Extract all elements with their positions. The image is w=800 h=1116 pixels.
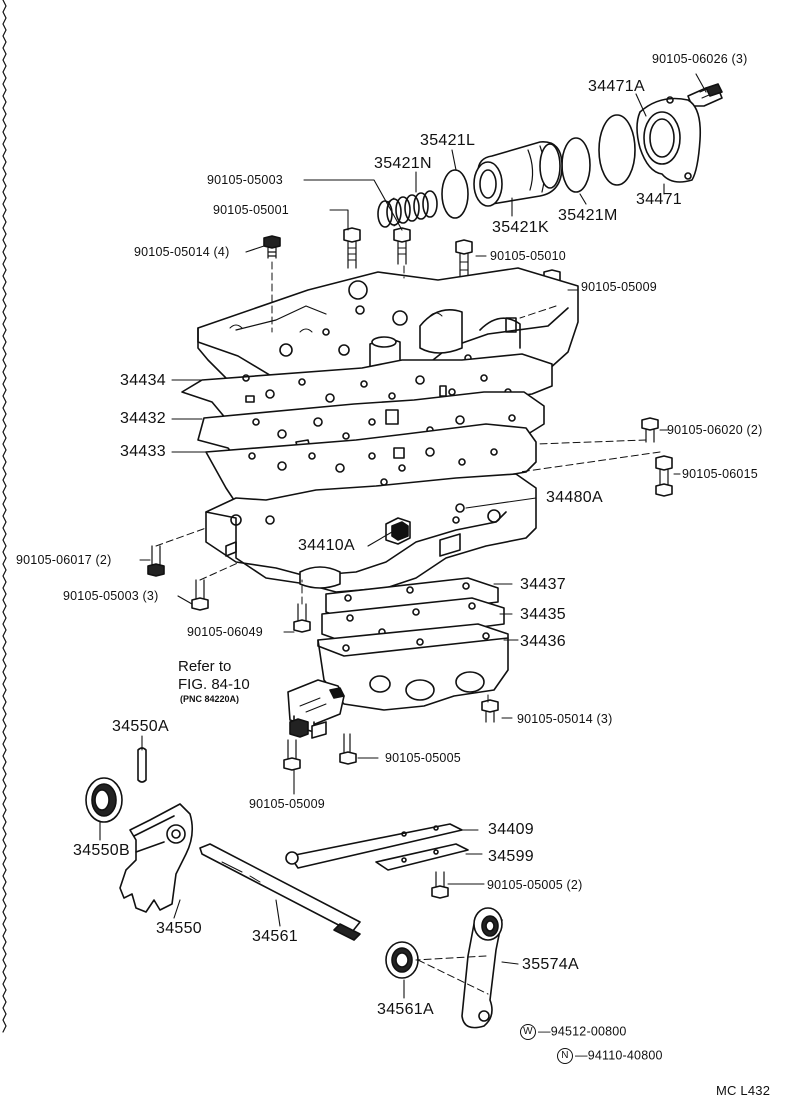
label-90105-05003: 90105-05003 — [207, 173, 283, 187]
o-ring-35421M — [561, 137, 591, 193]
guide-lines — [155, 261, 661, 995]
cover-34599 — [375, 843, 469, 871]
refer-to-label: Refer to — [178, 658, 232, 675]
bolt-90105-05005-2 — [431, 871, 449, 899]
bolt-90105-05014-lower — [481, 699, 499, 723]
label-90105-05014-4: 90105-05014 (4) — [134, 245, 230, 259]
bolt-90105-06017 — [147, 545, 165, 577]
label-90105-05005-2: 90105-05005 (2) — [487, 878, 583, 892]
nut-callout: N—94110-40800 — [557, 1048, 663, 1064]
torn-edge — [2, 0, 7, 1033]
solenoid-assembly — [287, 679, 345, 739]
detent-plate-34550 — [119, 803, 194, 913]
bolt-90105-06026 — [687, 83, 723, 107]
label-34599: 34599 — [488, 848, 534, 865]
label-90105-05001: 90105-05001 — [213, 203, 289, 217]
bolt-90105-05003-lower — [191, 579, 209, 611]
leader-lines — [99, 73, 707, 999]
label-34550B: 34550B — [73, 842, 130, 859]
label-35421K: 35421K — [492, 219, 549, 236]
label-94512-00800: 94512-00800 — [550, 1024, 627, 1039]
label-34409: 34409 — [488, 821, 534, 838]
label-90105-05005: 90105-05005 — [385, 751, 461, 765]
bolt-90105-05005 — [339, 733, 357, 765]
label-90105-05003-3: 90105-05003 (3) — [63, 589, 159, 603]
bolt-90105-06020 — [641, 417, 659, 443]
label-90105-06026: 90105-06026 (3) — [652, 52, 748, 66]
label-34480A: 34480A — [546, 489, 603, 506]
check-valve-34410A — [385, 517, 411, 545]
label-90105-05009-top: 90105-05009 — [581, 280, 657, 294]
label-34434: 34434 — [120, 372, 166, 389]
manual-shaft-34561 — [199, 843, 361, 941]
washer-symbol-icon: W — [520, 1024, 536, 1040]
label-90105-06049: 90105-06049 — [187, 625, 263, 639]
lower-valve-body — [205, 473, 537, 593]
bolt-90105-06015 — [655, 455, 673, 497]
label-90105-05009-bot: 90105-05009 — [249, 797, 325, 811]
label-34436: 34436 — [520, 633, 566, 650]
label-35421M: 35421M — [558, 207, 618, 224]
refer-figure-label: FIG. 84-10 — [178, 676, 250, 693]
o-ring-34471A — [598, 114, 636, 186]
washer-callout: W—94512-00800 — [520, 1024, 627, 1040]
label-90105-06015: 90105-06015 — [682, 467, 758, 481]
detent-spring-34409 — [285, 823, 463, 869]
label-34561: 34561 — [252, 928, 298, 945]
label-34433: 34433 — [120, 443, 166, 460]
refer-pnc-label: (PNC 84220A) — [180, 694, 240, 704]
label-35574A: 35574A — [522, 956, 579, 973]
accumulator-cover-34471 — [636, 96, 702, 183]
pin-34550A — [137, 747, 147, 783]
bolt-90105-05001 — [343, 227, 361, 269]
bolt-90105-05010 — [455, 239, 473, 289]
label-34471A: 34471A — [588, 78, 645, 95]
label-90105-05010: 90105-05010 — [490, 249, 566, 263]
figure-code: MC L432 — [716, 1083, 771, 1098]
label-34550A: 34550A — [112, 718, 169, 735]
label-90105-06020: 90105-06020 (2) — [667, 423, 763, 437]
bolt-90105-05014-top — [263, 235, 281, 259]
nut-symbol-icon: N — [557, 1048, 573, 1064]
bushing-34550B — [85, 777, 123, 823]
label-34432: 34432 — [120, 410, 166, 427]
label-34435: 34435 — [520, 606, 566, 623]
label-34410A: 34410A — [298, 537, 355, 554]
o-ring-35421L — [441, 169, 469, 219]
label-90105-05014-3: 90105-05014 (3) — [517, 712, 613, 726]
plate-34435 — [321, 597, 505, 645]
label-34437: 34437 — [520, 576, 566, 593]
cover-34436 — [317, 623, 509, 711]
label-94110-40800: 94110-40800 — [587, 1048, 663, 1063]
piston-35421K — [473, 141, 563, 207]
label-35421L: 35421L — [420, 132, 476, 149]
label-35421N: 35421N — [374, 155, 432, 172]
label-90105-06017: 90105-06017 (2) — [16, 553, 112, 567]
seal-34561A — [385, 941, 419, 979]
label-34471: 34471 — [636, 191, 682, 208]
spring-35421N — [377, 190, 438, 228]
label-34561A: 34561A — [377, 1001, 434, 1018]
bolt-90105-05003 — [393, 227, 411, 265]
lever-35574A — [461, 907, 503, 1029]
label-34550: 34550 — [156, 920, 202, 937]
ball-34480A — [455, 503, 465, 513]
bolt-90105-06049 — [293, 603, 311, 633]
bolt-90105-05009-lower — [283, 739, 301, 771]
